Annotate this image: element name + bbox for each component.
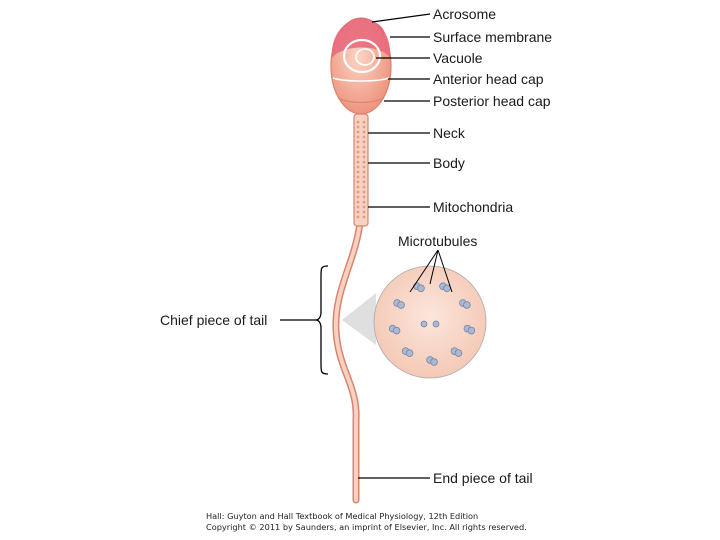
mitochondrion-dot [362, 200, 366, 204]
label-mitochondria: Mitochondria [433, 199, 513, 215]
leader-microtubule-3 [437, 249, 453, 293]
label-vacuole: Vacuole [433, 50, 483, 66]
caption-line-2: Copyright © 2011 by Saunders, an imprint… [206, 522, 527, 532]
mitochondrion-dot [356, 130, 360, 134]
mitochondrion-dot [362, 195, 366, 199]
cross-section-wedge [342, 293, 376, 345]
figure-caption: Hall: Guyton and Hall Textbook of Medica… [206, 511, 546, 533]
leader-microtubule-2 [429, 249, 439, 285]
head-cap-divider [332, 77, 390, 82]
mitochondrion-dot [362, 170, 366, 174]
mitochondrion-dot [356, 195, 360, 199]
mitochondrion-dot [362, 140, 366, 144]
caption-line-1: Hall: Guyton and Hall Textbook of Medica… [206, 511, 479, 521]
mitochondrion-dot [356, 185, 360, 189]
mitochondrion-dot [356, 160, 360, 164]
mitochondrion-dot [362, 165, 366, 169]
mitochondrion-dot [362, 125, 366, 129]
mitochondrion-dot [362, 205, 366, 209]
vacuole [342, 38, 382, 74]
mitochondrion-dot [362, 180, 366, 184]
mitochondrion-dot [356, 180, 360, 184]
microtubule-doublet [430, 358, 438, 366]
mitochondrion-dot [362, 135, 366, 139]
microtubule-doublet [417, 284, 425, 293]
microtubule-doublet [454, 349, 463, 357]
mitochondrion-dot [356, 190, 360, 194]
mitochondrion-dot [356, 150, 360, 154]
label-neck: Neck [433, 125, 466, 141]
mitochondrion-dot [356, 125, 360, 129]
leader-acrosome [371, 13, 431, 23]
mitochondrion-dot [356, 155, 360, 159]
mitochondrion-dot [362, 160, 366, 164]
vacuole-inner [355, 48, 375, 66]
microtubule-leaders [409, 249, 453, 293]
mitochondrion-dot [362, 210, 366, 214]
mitochondrion-dot [356, 205, 360, 209]
microtubule-doublet [405, 349, 414, 357]
mitochondria-dots [356, 120, 366, 219]
mitochondrion-dot [356, 145, 360, 149]
mitochondrion-dot [362, 120, 366, 124]
mitochondrion-dot [356, 200, 360, 204]
mitochondrion-dot [362, 155, 366, 159]
label-chief-piece-of-tail: Chief piece of tail [160, 312, 267, 328]
mitochondrion-dot [356, 175, 360, 179]
mitochondrion-dot [362, 215, 366, 219]
label-acrosome: Acrosome [433, 6, 496, 22]
mitochondrion-dot [362, 150, 366, 154]
label-body: Body [433, 155, 465, 171]
label-end-piece-of-tail: End piece of tail [433, 470, 533, 486]
midpiece [353, 113, 369, 227]
microtubule-group [388, 282, 476, 366]
microtubule-doublet [467, 326, 476, 335]
mitochondrion-dot [362, 185, 366, 189]
microtubule-doublet [397, 301, 405, 309]
label-microtubules: Microtubules [398, 233, 477, 249]
central-microtubule [432, 320, 440, 328]
posterior-cap-band [337, 97, 385, 103]
mitochondrion-dot [362, 175, 366, 179]
label-posterior-head-cap: Posterior head cap [433, 93, 551, 109]
leader-microtubule-1 [409, 249, 439, 293]
mitochondrion-dot [356, 120, 360, 124]
tail-inner [333, 220, 362, 502]
mitochondrion-dot [362, 145, 366, 149]
mitochondrion-dot [356, 140, 360, 144]
microtubule-doublet [443, 284, 451, 293]
mitochondrion-dot [362, 130, 366, 134]
mitochondrion-dot [356, 210, 360, 214]
mitochondrion-dot [356, 165, 360, 169]
mitochondrion-dot [356, 135, 360, 139]
leader-lines [280, 13, 431, 479]
mitochondrion-dot [362, 190, 366, 194]
label-surface-membrane: Surface membrane [433, 29, 552, 45]
label-anterior-head-cap: Anterior head cap [433, 71, 544, 87]
mitochondrion-dot [356, 170, 360, 174]
mitochondrion-dot [356, 215, 360, 219]
microtubule-doublet [463, 301, 471, 309]
central-microtubule [420, 320, 428, 328]
chief-piece-bracket [315, 265, 329, 375]
microtubule-doublet [392, 326, 401, 335]
